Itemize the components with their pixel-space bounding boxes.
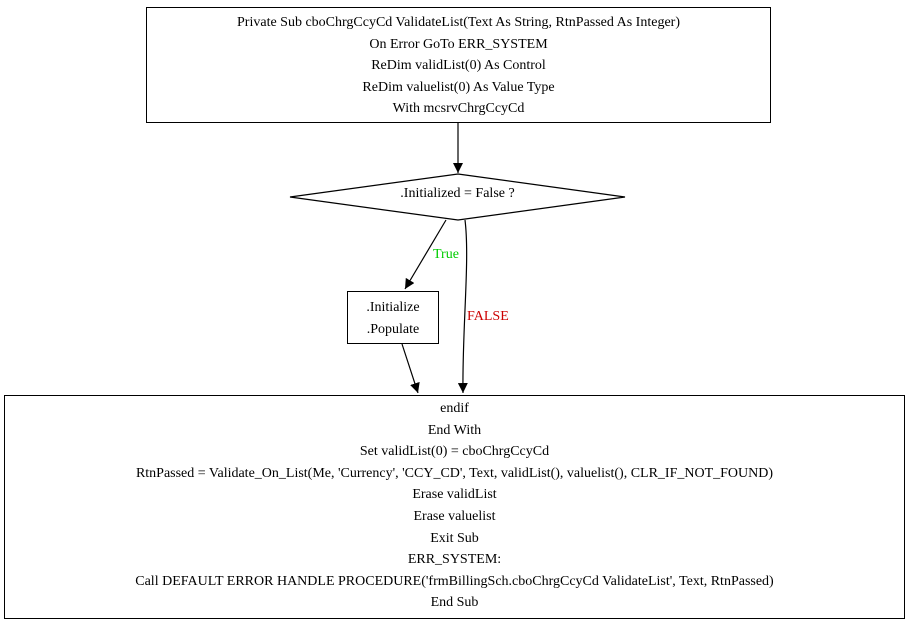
decision-label: .Initialized = False ? [400, 186, 515, 201]
edge-false [457, 219, 468, 394]
end-node-line: ERR_SYSTEM: [407, 552, 502, 568]
init-node-line: .Initialize [366, 300, 420, 315]
start-node-line: On Error GoTo ERR_SYSTEM [369, 36, 548, 52]
init-node-line: .Populate [366, 321, 420, 337]
end-node-line: End With [427, 422, 482, 438]
start-node-line: With mcsrvChrgCcyCd [392, 101, 525, 116]
edge-label-false: FALSE [467, 309, 509, 324]
edge-true [404, 219, 447, 290]
end-node: endif End With Set validList(0) = cboChr… [4, 395, 905, 619]
end-node-line: RtnPassed = Validate_On_List(Me, 'Curren… [135, 465, 774, 481]
init-node: .Initialize .Populate [347, 291, 439, 344]
decision-diamond [289, 173, 626, 221]
end-node-line: Erase validList [412, 487, 497, 503]
end-node-line: End Sub [430, 595, 479, 611]
end-node-line: Set validList(0) = cboChrgCcyCd [359, 444, 550, 460]
end-node-line: endif [440, 401, 469, 416]
edge-label-true: True [433, 247, 459, 262]
edge-init-to-end [401, 343, 420, 394]
start-node-line: ReDim valuelist(0) As Value Type [362, 79, 555, 95]
end-node-line: Erase valuelist [413, 508, 496, 524]
start-node-line: Private Sub cboChrgCcyCd ValidateList(Te… [237, 15, 680, 30]
end-node-line: Call DEFAULT ERROR HANDLE PROCEDURE('frm… [135, 573, 774, 589]
start-node: Private Sub cboChrgCcyCd ValidateList(Te… [146, 7, 771, 123]
start-node-line: ReDim validList(0) As Control [371, 58, 546, 73]
end-node-line: Exit Sub [430, 530, 479, 546]
